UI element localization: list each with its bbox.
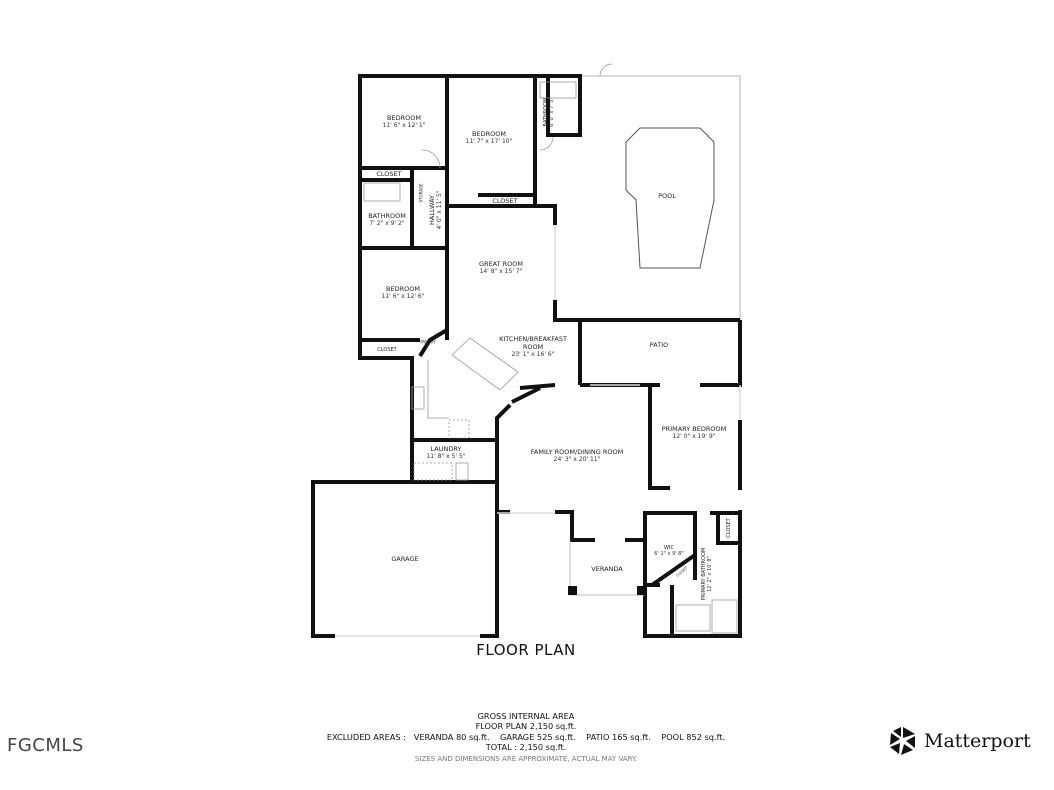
disclaimer: SIZES AND DIMENSIONS ARE APPROXIMATE, AC… xyxy=(414,755,638,764)
windows xyxy=(335,225,741,637)
matterport-icon xyxy=(890,727,915,755)
excluded-patio: PATIO 165 sq.ft. xyxy=(586,731,651,742)
room-label-veranda: VERANDA xyxy=(591,564,623,573)
pool-deck-outline xyxy=(580,75,741,320)
room-label-pool: POOL xyxy=(658,191,676,200)
veranda-post xyxy=(568,586,577,595)
page-title: FLOOR PLAN xyxy=(476,641,576,659)
pool-shape xyxy=(625,127,715,269)
excluded-garage: GARAGE 525 sq.ft. xyxy=(500,731,576,742)
area-summary: GROSS INTERNAL AREA FLOOR PLAN 2,150 sq.… xyxy=(327,711,725,764)
room-label-closet: CLOSET xyxy=(376,169,402,178)
room-label-pantry: PANTRY xyxy=(420,339,436,345)
room-label-patio: PATIO xyxy=(649,340,669,349)
veranda-post xyxy=(637,586,646,595)
mls-watermark: FGCMLS xyxy=(7,735,84,756)
excluded-veranda: VERANDA 80 sq.ft. xyxy=(413,731,490,742)
walls xyxy=(311,74,742,638)
room-label-closet: CLOSET xyxy=(725,518,732,538)
room-label-closet: CLOSET xyxy=(377,346,397,353)
matterport-wordmark: Matterport xyxy=(924,730,1031,752)
area-floor-plan: FLOOR PLAN 2,150 sq.ft. xyxy=(475,721,577,732)
area-heading: GROSS INTERNAL AREA xyxy=(477,711,575,721)
matterport-logo: Matterport xyxy=(888,726,1031,756)
excluded-label: EXCLUDED AREAS : xyxy=(326,731,406,742)
room-label-closet: CLOSET xyxy=(492,196,518,205)
room-label-storage: STORAGE xyxy=(418,183,424,203)
fixtures xyxy=(363,63,738,634)
excluded-pool: POOL 852 sq.ft. xyxy=(661,731,726,742)
room-label-garage: GARAGE xyxy=(391,554,419,563)
area-total: TOTAL : 2,150 sq.ft. xyxy=(485,741,567,752)
